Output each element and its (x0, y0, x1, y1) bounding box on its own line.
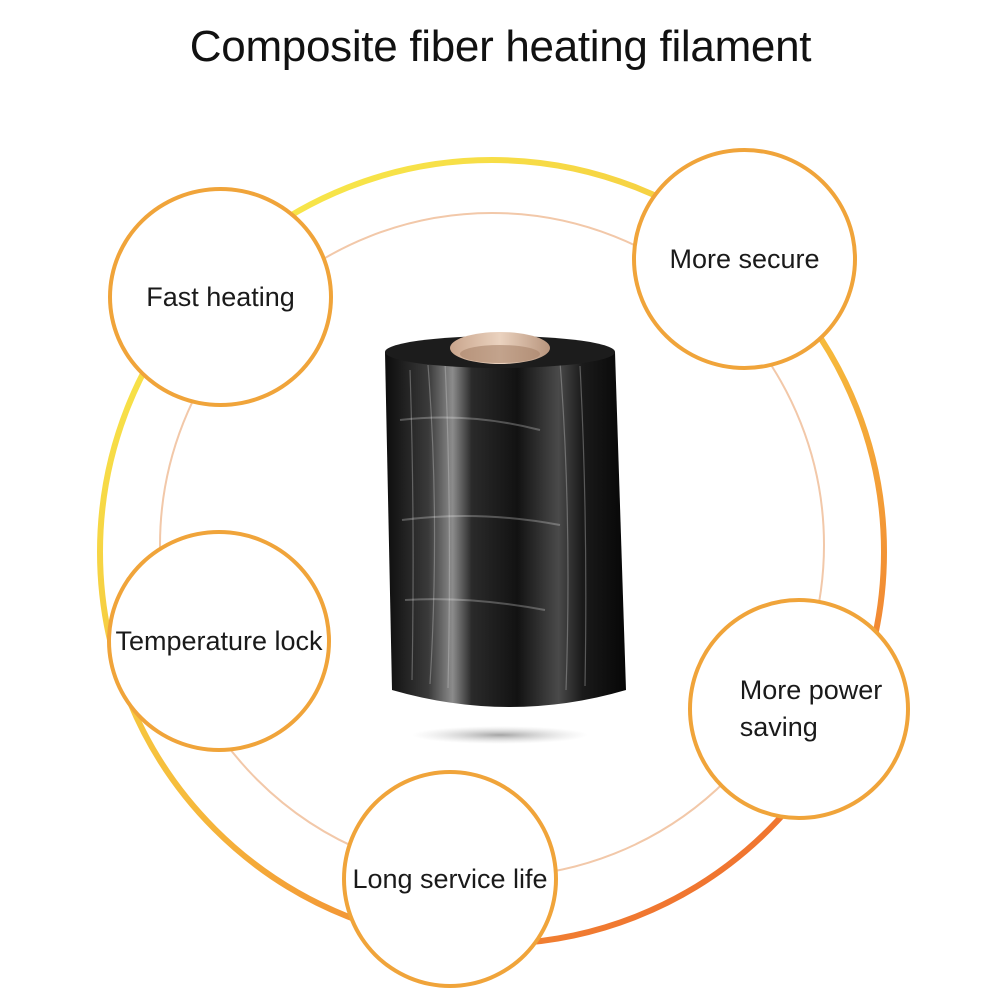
feature-more-secure: More secure (632, 148, 857, 370)
page-title: Composite fiber heating filament (189, 22, 812, 71)
fiber-spool-image (385, 332, 626, 707)
feature-label: More secure (669, 243, 820, 274)
feature-label-line-1: More power (739, 675, 883, 705)
feature-fast-heating: Fast heating (108, 187, 333, 407)
feature-temperature-lock: Temperature lock (107, 530, 331, 752)
feature-power-saving: More power saving (688, 598, 910, 820)
feature-label: Long service life (352, 863, 548, 894)
feature-long-service-life: Long service life (342, 770, 558, 988)
spool-shadow (412, 726, 588, 744)
feature-label: Fast heating (146, 281, 295, 312)
feature-label: Temperature lock (115, 625, 323, 656)
feature-label-line-2: saving (739, 712, 818, 742)
feature-label: More power saving (716, 672, 883, 746)
